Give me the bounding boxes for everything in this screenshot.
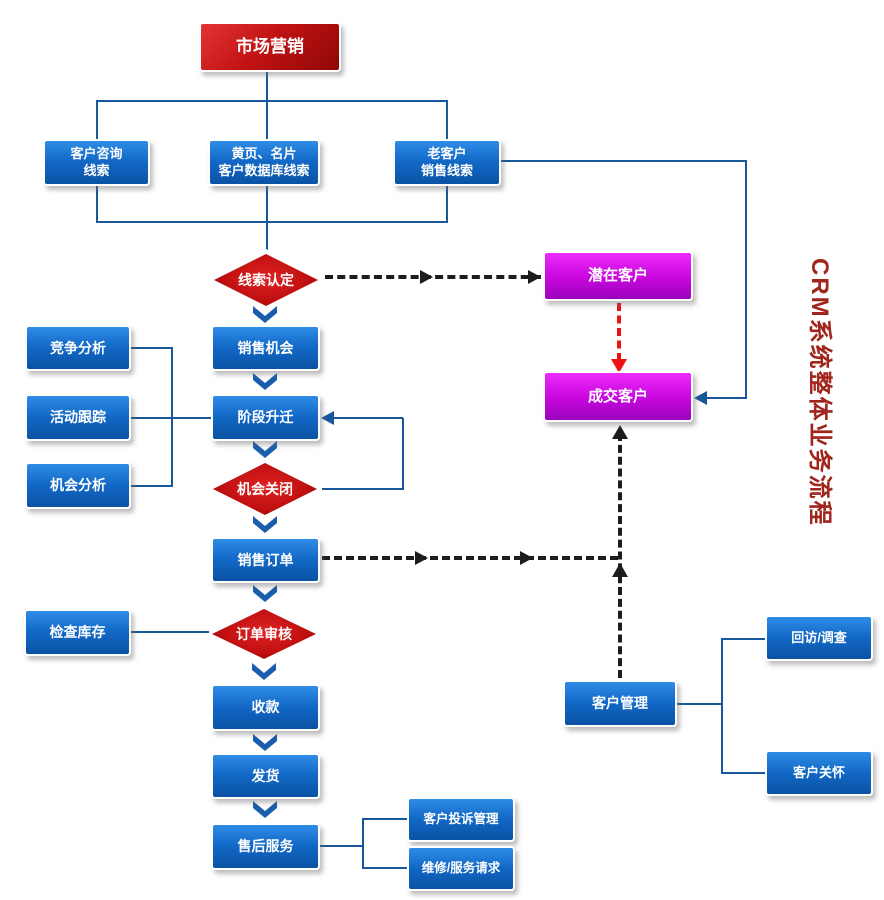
- arrow-dash2-end-icon: [520, 551, 533, 565]
- node-complaint-management: 客户投诉管理: [407, 797, 515, 842]
- node-competition-analysis: 竞争分析: [25, 325, 131, 371]
- node-visit-survey: 回访/调查: [765, 615, 873, 661]
- connector-lead1-down: [96, 186, 98, 223]
- node-stage-promotion: 阶段升迁: [211, 394, 320, 441]
- connector-market-down: [266, 72, 268, 102]
- connector-opp-analysis: [131, 485, 172, 487]
- arrow-dash2-mid-icon: [415, 551, 428, 565]
- arrow-into-stage-icon: [321, 411, 334, 425]
- arrow-into-deal-icon: [694, 391, 707, 405]
- connector-merge-to-confirm: [266, 186, 268, 250]
- connector-oldcustomer-right: [501, 160, 747, 162]
- node-opportunity-analysis: 机会分析: [25, 462, 131, 509]
- flow-arrow-icon: [253, 441, 277, 458]
- node-potential-customer: 潜在客户: [543, 251, 693, 301]
- arrow-dash1-mid-icon: [420, 270, 433, 284]
- connector-to-care: [721, 772, 765, 774]
- connector-into-deal: [704, 397, 747, 399]
- connector-loop-top: [333, 417, 403, 419]
- connector-to-complaint: [362, 818, 407, 820]
- connector-to-visit: [721, 638, 765, 640]
- diagram-side-title: CRM系统整体业务流程: [806, 258, 833, 527]
- flow-arrow-icon: [253, 516, 277, 533]
- arrow-junction-up-icon: [612, 563, 628, 577]
- node-opportunity-close-decision: 机会关闭: [208, 458, 322, 520]
- node-marketing: 市场营销: [199, 22, 341, 72]
- flow-arrow-icon: [253, 373, 277, 390]
- connector-aftersales-right: [320, 845, 364, 847]
- node-collect-payment: 收款: [211, 684, 320, 731]
- dashed-order-to-junction: [322, 556, 618, 560]
- node-check-inventory: 检查库存: [24, 609, 131, 656]
- connector-top-split: [96, 100, 448, 102]
- connector-drop-lead3: [446, 100, 448, 140]
- connector-drop-lead2: [266, 100, 268, 140]
- arrow-red-down-icon: [611, 359, 627, 373]
- order-review-label: 订单审核: [212, 609, 316, 659]
- node-after-sales-service: 售后服务: [211, 823, 320, 870]
- lead-confirm-label: 线索认定: [214, 254, 318, 306]
- connector-loop-up: [402, 418, 404, 490]
- flow-arrow-icon: [253, 734, 277, 751]
- connector-aftersales-vertical: [362, 819, 364, 869]
- node-sales-order: 销售订单: [211, 537, 320, 583]
- connector-right-down: [745, 160, 747, 398]
- connector-drop-lead1: [96, 100, 98, 140]
- node-customer-care: 客户关怀: [765, 750, 873, 796]
- flow-arrow-icon: [253, 801, 277, 818]
- arrow-into-deal-bottom-icon: [612, 425, 628, 439]
- node-activity-tracking: 活动跟踪: [25, 394, 131, 441]
- connector-lead3-down: [446, 186, 448, 223]
- connector-loop-bottom: [322, 488, 404, 490]
- flow-arrow-icon: [253, 306, 277, 323]
- dashed-mgmt-to-deal: [618, 433, 622, 678]
- node-delivery: 发货: [211, 753, 320, 799]
- connector-bottom-merge: [96, 221, 448, 223]
- node-customer-management: 客户管理: [563, 680, 677, 727]
- node-order-review-decision: 订单审核: [207, 604, 321, 664]
- node-lead-confirm-decision: 线索认定: [209, 249, 323, 311]
- connector-mgmt-right: [677, 703, 722, 705]
- node-repair-service-request: 维修/服务请求: [407, 846, 515, 891]
- dashed-potential-to-deal: [617, 303, 621, 361]
- arrow-dash1-end-icon: [528, 270, 541, 284]
- dashed-confirm-to-potential: [325, 275, 541, 279]
- connector-inventory: [131, 631, 209, 633]
- node-sales-opportunity: 销售机会: [211, 325, 320, 371]
- connector-competition: [131, 347, 172, 349]
- node-customer-inquiry-leads: 客户咨询 线索: [43, 139, 150, 186]
- opportunity-close-label: 机会关闭: [213, 463, 317, 515]
- connector-activity: [131, 417, 211, 419]
- node-deal-customer: 成交客户: [543, 371, 693, 422]
- node-yellowpages-leads: 黄页、名片 客户数据库线索: [208, 139, 320, 186]
- node-oldcustomer-leads: 老客户 销售线索: [393, 139, 501, 186]
- connector-to-repair: [362, 867, 407, 869]
- flow-arrow-icon: [252, 663, 276, 680]
- flow-arrow-icon: [253, 585, 277, 602]
- connector-mgmt-vertical: [721, 638, 723, 774]
